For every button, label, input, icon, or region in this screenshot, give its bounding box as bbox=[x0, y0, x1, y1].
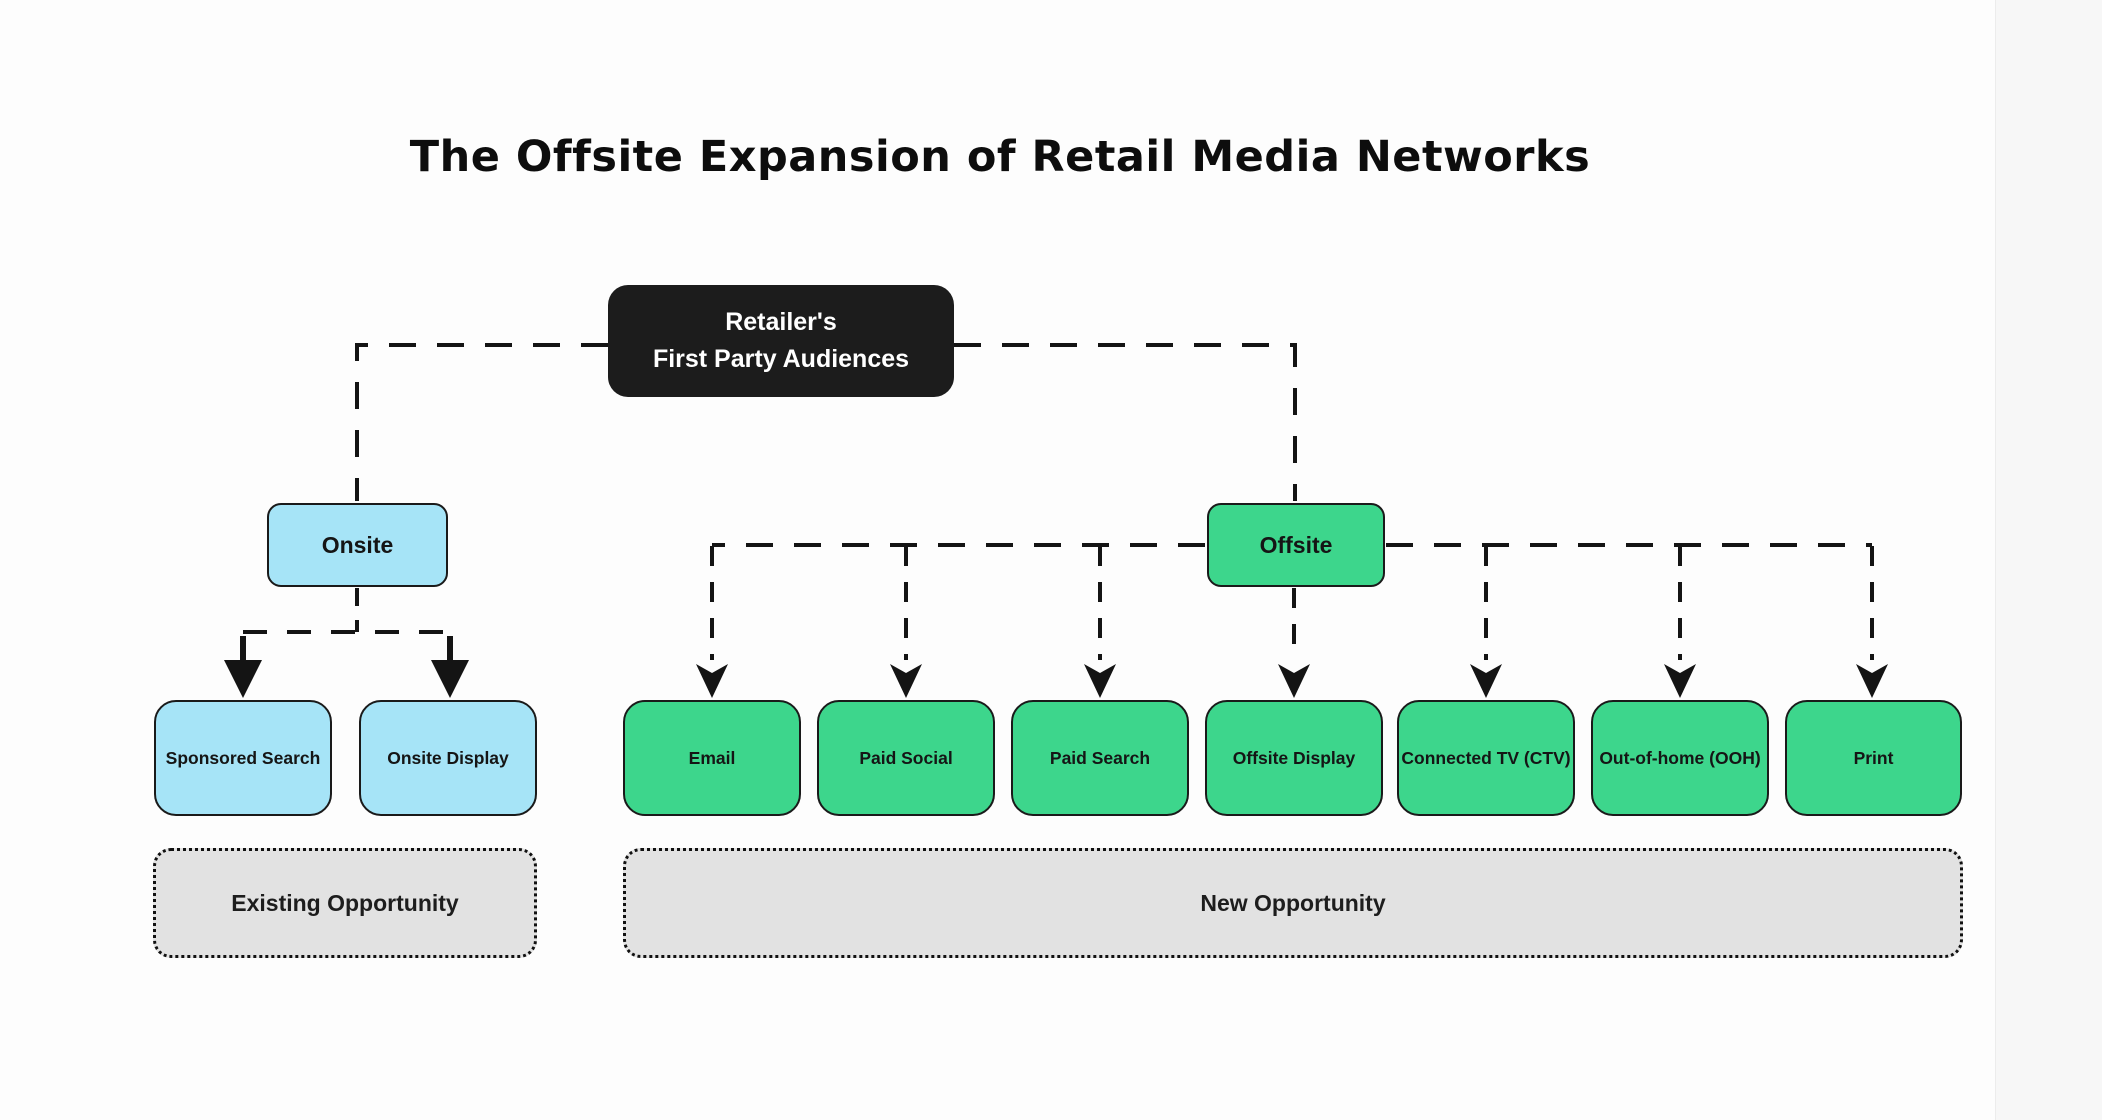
node-email: Email bbox=[623, 700, 801, 816]
arrowhead-print bbox=[1856, 664, 1888, 698]
node-onsite: Onsite bbox=[267, 503, 448, 587]
node-retailers-first-party-audiences: Retailer's First Party Audiences bbox=[608, 285, 954, 397]
legend-existing-opportunity: Existing Opportunity bbox=[153, 848, 537, 958]
arrowhead-connected-tv bbox=[1470, 664, 1502, 698]
arrowhead-out-of-home bbox=[1664, 664, 1696, 698]
node-onsite-display: Onsite Display bbox=[359, 700, 537, 816]
node-offsite: Offsite bbox=[1207, 503, 1385, 587]
arrowhead-paid-search bbox=[1084, 664, 1116, 698]
connector-root-to-offsite bbox=[954, 343, 1297, 501]
node-paid-search: Paid Search bbox=[1011, 700, 1189, 816]
arrowhead-sponsored-search bbox=[224, 660, 262, 698]
node-connected-tv: Connected TV (CTV) bbox=[1397, 700, 1575, 816]
node-offsite-display: Offsite Display bbox=[1205, 700, 1383, 816]
connector-root-to-onsite bbox=[355, 343, 608, 501]
arrowhead-onsite-display bbox=[431, 660, 469, 698]
node-print: Print bbox=[1785, 700, 1962, 816]
node-sponsored-search: Sponsored Search bbox=[154, 700, 332, 816]
node-paid-social: Paid Social bbox=[817, 700, 995, 816]
diagram-title: The Offsite Expansion of Retail Media Ne… bbox=[409, 132, 1591, 182]
arrowhead-paid-social bbox=[890, 664, 922, 698]
arrowhead-email bbox=[696, 664, 728, 698]
node-out-of-home: Out-of-home (OOH) bbox=[1591, 700, 1769, 816]
arrowhead-offsite-display bbox=[1278, 664, 1310, 698]
canvas-right-gutter bbox=[1995, 0, 2102, 1120]
legend-new-opportunity: New Opportunity bbox=[623, 848, 1963, 958]
